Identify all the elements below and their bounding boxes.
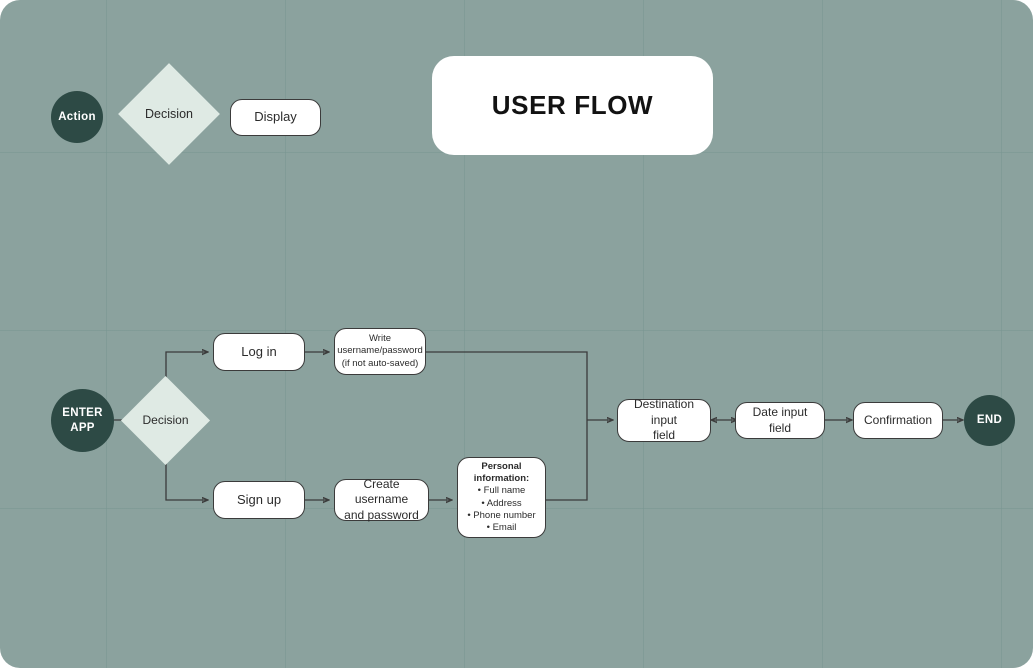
- node-destination-input-field[interactable]: Destination input field: [617, 397, 711, 443]
- node-decision-label: Decision: [142, 412, 189, 427]
- node-confirmation[interactable]: Confirmation: [853, 402, 943, 439]
- node-confirmation-label: Confirmation: [863, 412, 933, 427]
- page-title-text: USER FLOW: [491, 90, 654, 120]
- legend-display-label: Display: [254, 109, 297, 125]
- node-personal-information-item-2: • Phone number: [467, 509, 536, 521]
- node-destination-input-field-line1: Destination input: [633, 397, 695, 427]
- legend-display-shape: Display: [230, 99, 321, 136]
- node-log-in-label: Log in: [241, 343, 277, 359]
- node-sign-up[interactable]: Sign up: [213, 481, 305, 519]
- node-sign-up-label: Sign up: [236, 491, 282, 507]
- node-write-credentials-line2: username/password: [337, 345, 423, 357]
- node-enter-app-label-line1: ENTER: [62, 407, 103, 420]
- node-personal-information[interactable]: Personal information: • Full name • Addr…: [457, 457, 546, 538]
- node-log-in[interactable]: Log in: [213, 333, 305, 371]
- node-personal-information-heading-line2: information:: [473, 473, 530, 485]
- node-personal-information-item-3: • Email: [486, 521, 517, 533]
- node-decision[interactable]: Decision: [120, 375, 211, 466]
- node-enter-app[interactable]: ENTER APP: [51, 389, 114, 452]
- node-date-input-field[interactable]: Date input field: [735, 402, 825, 439]
- legend-action-shape: Action: [51, 91, 103, 143]
- node-personal-information-heading-line1: Personal: [481, 461, 522, 473]
- page-title: USER FLOW: [432, 56, 713, 155]
- node-write-credentials-line3: (if not auto-saved): [341, 357, 419, 369]
- node-date-input-field-label: Date input field: [752, 405, 808, 435]
- node-end-label: END: [976, 414, 1003, 427]
- legend-decision-label: Decision: [145, 107, 193, 121]
- node-personal-information-item-1: • Address: [481, 497, 522, 509]
- node-create-credentials-line1: Create username: [354, 476, 409, 507]
- node-enter-app-label-line2: APP: [70, 421, 95, 434]
- node-end[interactable]: END: [964, 395, 1015, 446]
- node-destination-input-field-line2: field: [652, 428, 675, 443]
- legend-decision-shape: Decision: [118, 63, 220, 165]
- node-create-credentials[interactable]: Create username and password: [334, 476, 429, 522]
- node-write-credentials[interactable]: Write username/password (if not auto-sav…: [334, 328, 426, 375]
- node-create-credentials-line2: and password: [344, 507, 419, 522]
- node-personal-information-item-0: • Full name: [477, 485, 526, 497]
- legend-action-label: Action: [58, 110, 96, 123]
- node-write-credentials-line1: Write: [369, 333, 391, 345]
